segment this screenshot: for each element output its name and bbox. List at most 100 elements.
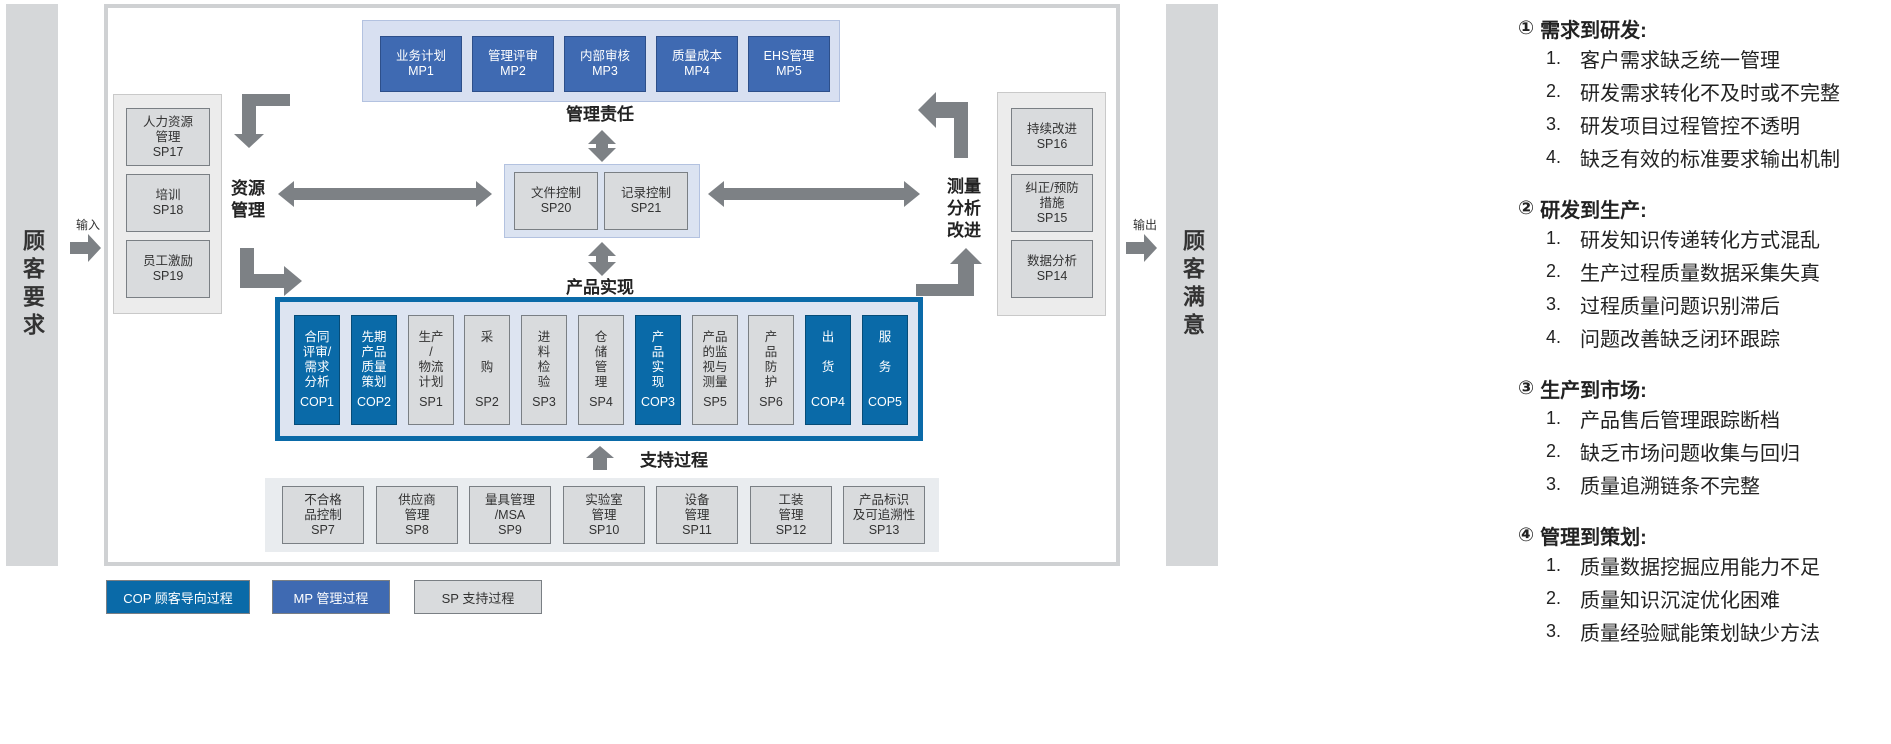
issue-item: 4.缺乏有效的标准要求输出机制 <box>1518 141 1890 174</box>
double-arrow-left-icon <box>278 181 492 207</box>
process-code: MP4 <box>684 64 710 78</box>
bent-arrow-right-icon <box>240 248 302 296</box>
bent-arrow-down-icon <box>234 94 290 148</box>
issue-item-index: 1. <box>1546 555 1562 575</box>
issue-item-index: 3. <box>1546 621 1562 641</box>
legend-item-mp: MP 管理过程 <box>272 580 390 614</box>
process-code: SP19 <box>152 269 184 283</box>
process-code: SP20 <box>540 201 572 215</box>
process-name: 进 料 检 验 <box>537 330 551 389</box>
issue-item-index: 4. <box>1546 327 1562 347</box>
issue-section-heading: 生产到市场: <box>1540 379 1647 402</box>
issue-item: 4. 问题改善缺乏闭环跟踪 <box>1518 321 1890 354</box>
process-name: 文件控制 <box>530 186 581 200</box>
process-name: 采 购 <box>480 330 494 374</box>
issue-item-text: 质量知识沉淀优化困难 <box>1580 590 1780 612</box>
issue-section-number: ③ <box>1518 377 1535 399</box>
process-name: 合同 评审/ 需求 分析 <box>302 330 332 389</box>
issue-item-text: 质量数据挖掘应用能力不足 <box>1580 557 1820 579</box>
process-box-cop5: 服 务 COP5 <box>862 315 908 425</box>
process-name: 纠正/预防 措施 <box>1025 180 1079 210</box>
process-name: 质量成本 <box>671 49 722 63</box>
issue-item-index: 2. <box>1546 588 1562 608</box>
customer-requirements-bar: 顾客要求 <box>6 4 58 566</box>
process-name: 产 品 实 现 <box>651 330 665 389</box>
issue-item: 2.缺乏市场问题收集与回归 <box>1518 435 1890 468</box>
bent-arrow-up-left-icon <box>918 92 968 158</box>
process-code: COP5 <box>867 395 903 409</box>
process-name: 产 品 防 护 <box>764 330 778 389</box>
issue-item-index: 2. <box>1546 441 1562 461</box>
issue-item: 1. 质量数据挖掘应用能力不足 <box>1518 549 1890 582</box>
issue-item-index: 1. <box>1546 228 1562 248</box>
process-code: SP6 <box>759 395 783 409</box>
issue-item-text: 问题改善缺乏闭环跟踪 <box>1580 329 1780 351</box>
process-name: 管理评审 <box>487 49 538 63</box>
input-label: 输入 <box>76 218 101 232</box>
process-code: COP1 <box>299 395 335 409</box>
issue-item: 3.质量追溯链条不完整 <box>1518 468 1890 501</box>
process-name: 服 务 <box>878 330 892 374</box>
issue-section-number: ① <box>1518 17 1535 39</box>
process-code: SP10 <box>588 522 620 537</box>
process-name: 工装 管理 <box>778 492 804 522</box>
process-box-cop1: 合同 评审/ 需求 分析 COP1 <box>294 315 340 425</box>
double-arrow-vertical-top-icon <box>588 130 616 162</box>
issue-item-text: 研发知识传递转化方式混乱 <box>1580 230 1820 252</box>
process-name: 持续改进 <box>1026 122 1077 136</box>
process-name: 设备 管理 <box>684 492 710 522</box>
issue-item: 3. 质量经验赋能策划缺少方法 <box>1518 615 1890 648</box>
support-process-title: 支持过程 <box>640 451 708 470</box>
process-name: 先期 产品 质量 策划 <box>361 330 387 389</box>
process-code: COP3 <box>640 395 676 409</box>
issue-item: 2.生产过程质量数据采集失真 <box>1518 255 1890 288</box>
process-name: 培训 <box>155 188 181 202</box>
process-code: SP7 <box>311 522 335 537</box>
bent-arrow-up-right-icon <box>916 248 982 296</box>
issue-item-index: 2. <box>1546 261 1562 281</box>
issue-section-heading: 研发到生产: <box>1540 199 1647 222</box>
measurement-analysis-title: 测量 分析 改进 <box>947 177 981 240</box>
issue-item-index: 1. <box>1546 408 1562 428</box>
process-name: 仓 储 管 理 <box>594 330 608 389</box>
issue-item-text: 质量经验赋能策划缺少方法 <box>1580 623 1820 645</box>
process-name: 内部审核 <box>579 49 630 63</box>
product-realization-title: 产品实现 <box>566 278 634 297</box>
process-name: 实验室 管理 <box>585 492 623 522</box>
process-name: 产品 的监 视与 测量 <box>702 330 728 389</box>
output-label: 输出 <box>1133 218 1158 232</box>
issue-item-index: 1. <box>1546 48 1562 68</box>
output-arrow-icon <box>1126 234 1157 262</box>
process-name: 人力资源 管理 <box>142 114 193 144</box>
support-up-arrow-icon <box>586 446 614 470</box>
issue-section-number: ④ <box>1518 524 1535 546</box>
